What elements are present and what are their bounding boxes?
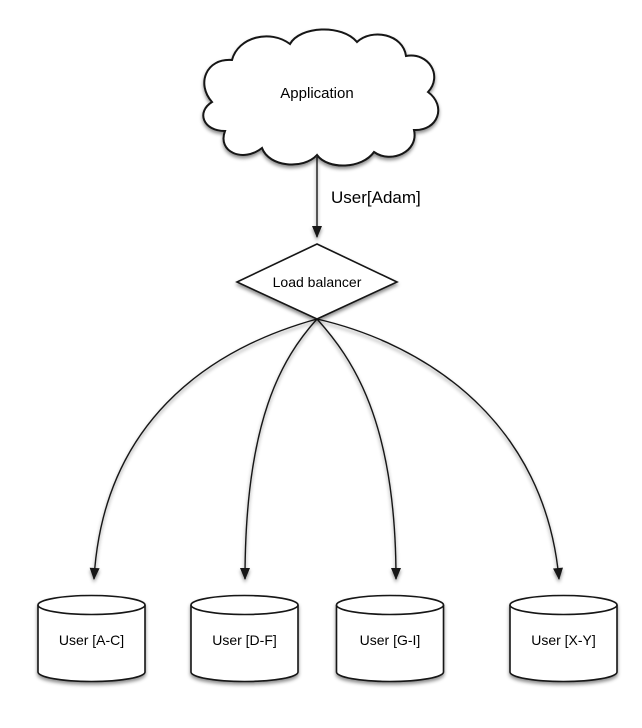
arrow-lb-to-shard-a-c bbox=[89, 318, 318, 580]
application-label: Application bbox=[280, 85, 353, 102]
shard-db-a-c: User [A-C] bbox=[37, 594, 146, 683]
load-balancer-diamond bbox=[235, 243, 399, 320]
cylinder-top bbox=[37, 594, 146, 616]
shard-db-x-y: User [X-Y] bbox=[509, 594, 618, 683]
arrow-lb-to-shard-x-y bbox=[316, 318, 563, 580]
cylinder-body bbox=[509, 605, 618, 683]
cylinder-top bbox=[509, 594, 618, 616]
shard-label: User [D-F] bbox=[212, 632, 277, 648]
cylinder-body bbox=[335, 605, 445, 683]
load-balancer-node: Load balancer bbox=[235, 243, 399, 320]
load-balancer-label: Load balancer bbox=[273, 274, 362, 290]
cylinder-top bbox=[190, 594, 299, 616]
arrow-lb-to-shard-g-i bbox=[316, 318, 401, 580]
cylinder-top bbox=[335, 594, 445, 616]
edge-label-user-adam: User[Adam] bbox=[331, 188, 421, 207]
edge-layer bbox=[89, 157, 563, 580]
arrow-lb-to-shard-d-f bbox=[240, 318, 318, 580]
application-cloud-node: Application bbox=[202, 28, 440, 167]
shard-label: User [G-I] bbox=[360, 632, 421, 648]
shard-db-d-f: User [D-F] bbox=[190, 594, 299, 683]
shard-label: User [A-C] bbox=[59, 632, 124, 648]
cylinder-body bbox=[190, 605, 299, 683]
shard-label: User [X-Y] bbox=[531, 632, 596, 648]
cylinder-body bbox=[37, 605, 146, 683]
shard-db-g-i: User [G-I] bbox=[335, 594, 445, 683]
cloud-shape bbox=[202, 28, 440, 167]
